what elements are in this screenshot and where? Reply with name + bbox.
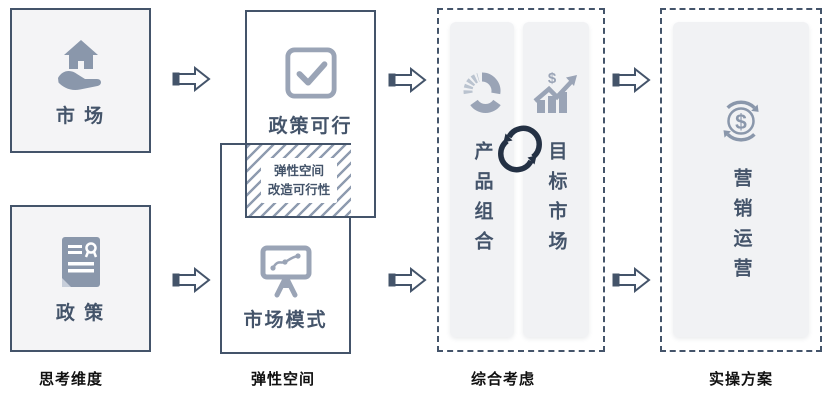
- caption-elastic-space: 弹性空间: [250, 371, 315, 388]
- target-market-label: 目标市场: [545, 141, 567, 261]
- overlap-label-line1: 弹性空间: [273, 164, 324, 179]
- policy-box-label: 政 策: [55, 302, 106, 324]
- checkbox-check-icon: [284, 46, 338, 100]
- money-growth-icon: $: [531, 70, 581, 116]
- policy-feasible-box: 政策可行: [245, 10, 376, 218]
- flow-arrow-icon: [610, 66, 652, 94]
- flow-arrow-icon: [386, 66, 428, 94]
- market-box-label: 市 场: [55, 105, 106, 127]
- marketing-ops-pillar: $ 营销运营: [673, 22, 809, 337]
- policy-document-icon: [58, 235, 104, 291]
- svg-text:$: $: [548, 70, 557, 87]
- comprehensive-container: [437, 8, 605, 352]
- marketing-ops-label: 营销运营: [730, 168, 752, 288]
- policy-feasible-label: 政策可行: [268, 116, 353, 137]
- caption-thinking-dimension: 思考维度: [38, 371, 103, 388]
- flow-arrow-icon: [610, 266, 652, 294]
- house-in-hand-icon: [52, 36, 110, 94]
- presentation-chart-icon: [257, 244, 315, 298]
- flow-arrow-icon: [170, 266, 212, 294]
- execution-container: [660, 8, 822, 352]
- overlap-label-line2: 改造可行性: [267, 182, 331, 197]
- market-model-box: 市场模式: [220, 143, 351, 354]
- caption-comprehensive: 综合考虑: [470, 371, 535, 388]
- policy-box: 政 策: [10, 205, 151, 352]
- market-box: 市 场: [10, 8, 151, 153]
- caption-execution-plan: 实操方案: [708, 371, 773, 388]
- dollar-cycle-icon: $: [712, 92, 770, 150]
- svg-text:$: $: [735, 111, 747, 134]
- flow-arrow-icon: [386, 266, 428, 294]
- market-model-label: 市场模式: [243, 310, 328, 331]
- cycle-arrows-icon: [492, 120, 548, 178]
- donut-chart-icon: [459, 68, 505, 114]
- product-mix-pillar: 产品组合: [450, 22, 514, 337]
- overlap-label: 弹性空间 改造可行性: [260, 158, 338, 203]
- target-market-pillar: $ 目标市场: [523, 22, 589, 337]
- overlap-hatched-box: 弹性空间 改造可行性: [247, 145, 351, 216]
- product-mix-label: 产品组合: [471, 141, 493, 261]
- flow-arrow-icon: [170, 65, 212, 93]
